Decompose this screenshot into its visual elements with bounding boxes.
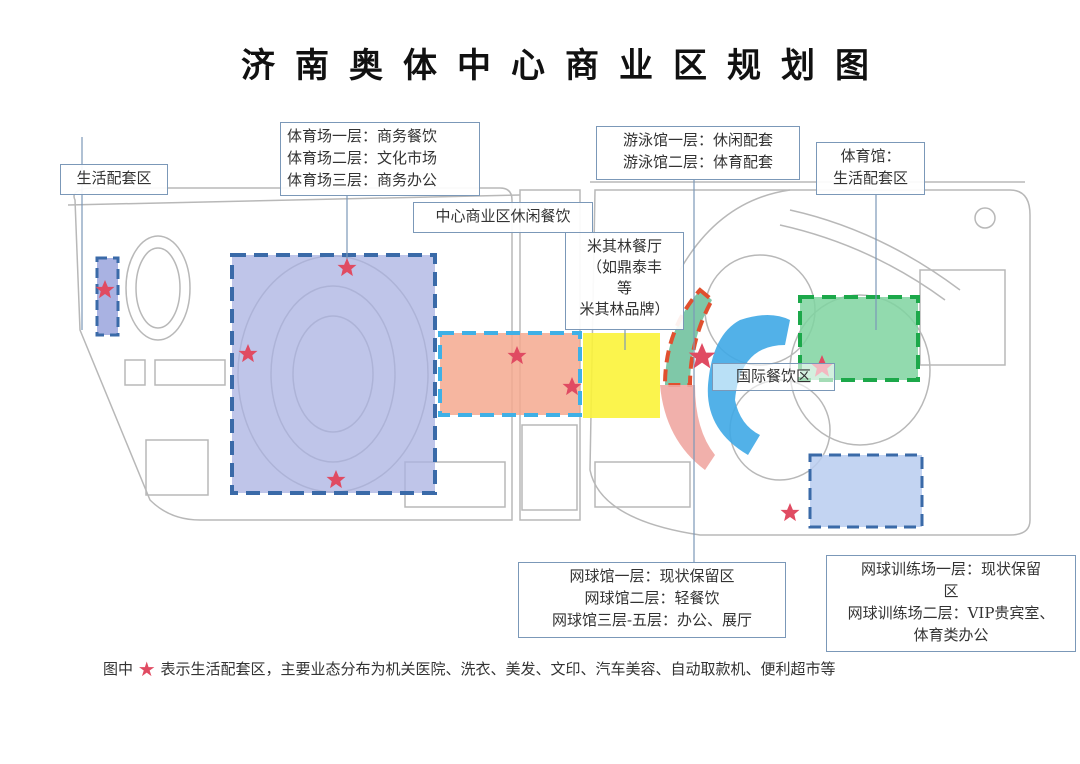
star-icon: [238, 344, 258, 363]
star-icon: ★: [137, 657, 156, 681]
star-icon: [688, 343, 716, 369]
label-michelin: 米其林餐厅 （如鼎泰丰 等 米其林品牌）: [565, 232, 684, 330]
label-line: 体育馆：: [840, 147, 901, 165]
label-tennis-training: 网球训练场一层：现状保留 区 网球训练场二层：VIP贵宾室、 体育类办公: [826, 555, 1076, 652]
legend-footer: 图中 ★ 表示生活配套区，主要业态分布为机关医院、洗衣、美发、文印、汽车美容、自…: [103, 657, 836, 681]
label-line: 区: [943, 582, 959, 600]
star-icon: [95, 280, 115, 299]
label-line: 体育类办公: [913, 626, 989, 644]
label-line: 游泳馆一层：休闲配套: [622, 131, 773, 149]
star-icon: [780, 503, 800, 522]
label-line: 网球馆三层-五层：办公、展厅: [551, 611, 753, 629]
label-line: 体育场三层：商务办公: [287, 171, 438, 189]
label-line: 网球训练场一层：现状保留: [860, 560, 1041, 578]
stadium-zone: [230, 253, 437, 495]
page-title: 济南奥体中心商业区规划图: [241, 46, 889, 86]
michelin-zone: [583, 333, 660, 418]
label-international-dining: 国际餐饮区: [712, 363, 835, 391]
label-tennis-hall: 网球馆一层：现状保留区 网球馆二层：轻餐饮 网球馆三层-五层：办公、展厅: [518, 562, 786, 638]
tennis-training-zone: [808, 453, 924, 529]
star-icon: [326, 470, 346, 489]
label-line: 等: [616, 279, 632, 297]
label-stadium: 体育场一层：商务餐饮 体育场二层：文化市场 体育场三层：商务办公: [280, 122, 480, 196]
footer-text: 表示生活配套区，主要业态分布为机关医院、洗衣、美发、文印、汽车美容、自动取款机、…: [160, 660, 836, 678]
international-dining-zone: [707, 315, 790, 455]
label-natatorium: 游泳馆一层：休闲配套 游泳馆二层：体育配套: [596, 126, 800, 180]
footer-prefix: 图中: [103, 660, 134, 678]
west-living-zone: [95, 256, 120, 337]
label-line: 中心商业区休闲餐饮: [435, 207, 571, 225]
label-line: 生活配套区: [832, 169, 908, 187]
label-line: 网球训练场二层：VIP贵宾室、: [847, 604, 1055, 622]
label-line: 国际餐饮区: [735, 367, 811, 385]
label-line: 游泳馆二层：体育配套: [622, 153, 773, 171]
label-line: 网球馆二层：轻餐饮: [584, 589, 720, 607]
label-line: 网球馆一层：现状保留区: [569, 567, 735, 585]
label-central-commercial: 中心商业区休闲餐饮: [413, 202, 593, 233]
tennis-hall-zone: [660, 385, 715, 470]
label-line: 体育场二层：文化市场: [287, 149, 438, 167]
label-line: 米其林餐厅: [586, 237, 662, 255]
label-gymnasium: 体育馆： 生活配套区: [816, 142, 925, 195]
label-line: 米其林品牌）: [579, 300, 670, 318]
label-living-west: 生活配套区: [60, 164, 168, 195]
star-icon: [337, 258, 357, 277]
central-commercial-zone: [438, 331, 582, 417]
label-line: 生活配套区: [76, 169, 152, 187]
label-line: （如鼎泰丰: [586, 258, 662, 276]
label-line: 体育场一层：商务餐饮: [287, 127, 438, 145]
star-icon: [562, 377, 582, 396]
star-icon: [507, 346, 527, 365]
